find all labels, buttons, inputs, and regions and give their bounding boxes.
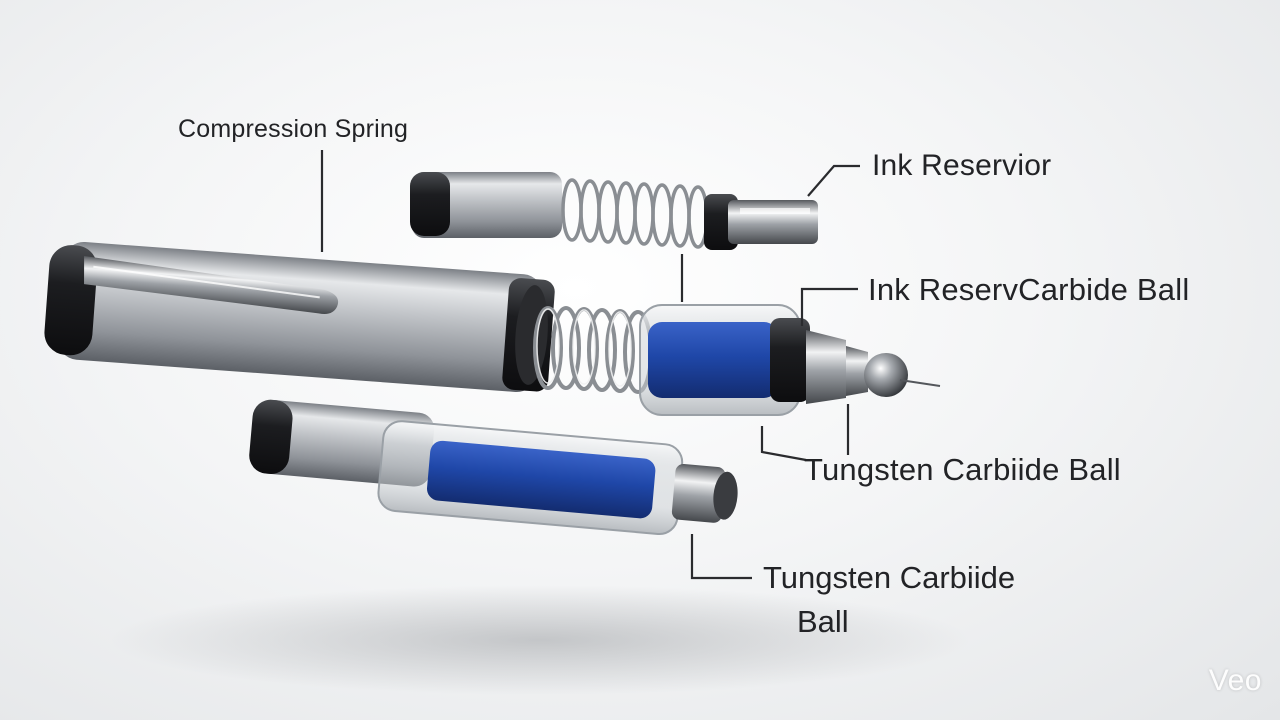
label-tungsten-bottom-line2: Ball	[797, 604, 849, 639]
veo-watermark: Veo	[1208, 664, 1262, 697]
leader-ink-reservoir	[807, 164, 860, 197]
tungsten-carbide-ball	[864, 353, 908, 397]
upper-plunger-assembly	[410, 172, 818, 250]
ink-fill	[648, 322, 778, 398]
label-tungsten-carbide-ball-mid: Tungsten Carbiide Ball	[804, 452, 1121, 487]
leader-lines	[320, 150, 860, 580]
label-ink-reservoir: Ink Reservior	[872, 149, 1052, 182]
floor-shadow	[110, 585, 970, 695]
pocket-clip	[84, 256, 339, 315]
label-compression-spring: Compression Spring	[178, 115, 409, 143]
lower-ink-refill	[249, 399, 738, 536]
barrel-end-cap	[44, 245, 98, 356]
label-tungsten-carbide-ball-bottom: Tungsten Carbiide Ball	[763, 556, 1015, 644]
label-ink-reserv-carbide-ball: Ink ReservCarbide Ball	[868, 272, 1190, 307]
ink-cartridge-with-tip	[639, 304, 941, 416]
leader-tungsten-mid	[760, 426, 807, 462]
label-tungsten-bottom-line1: Tungsten Carbiide	[763, 560, 1016, 595]
leader-ink-reserv-carbide-ball	[800, 287, 858, 326]
pen-barrel	[44, 242, 555, 393]
leader-tungsten-bottom	[690, 534, 752, 580]
